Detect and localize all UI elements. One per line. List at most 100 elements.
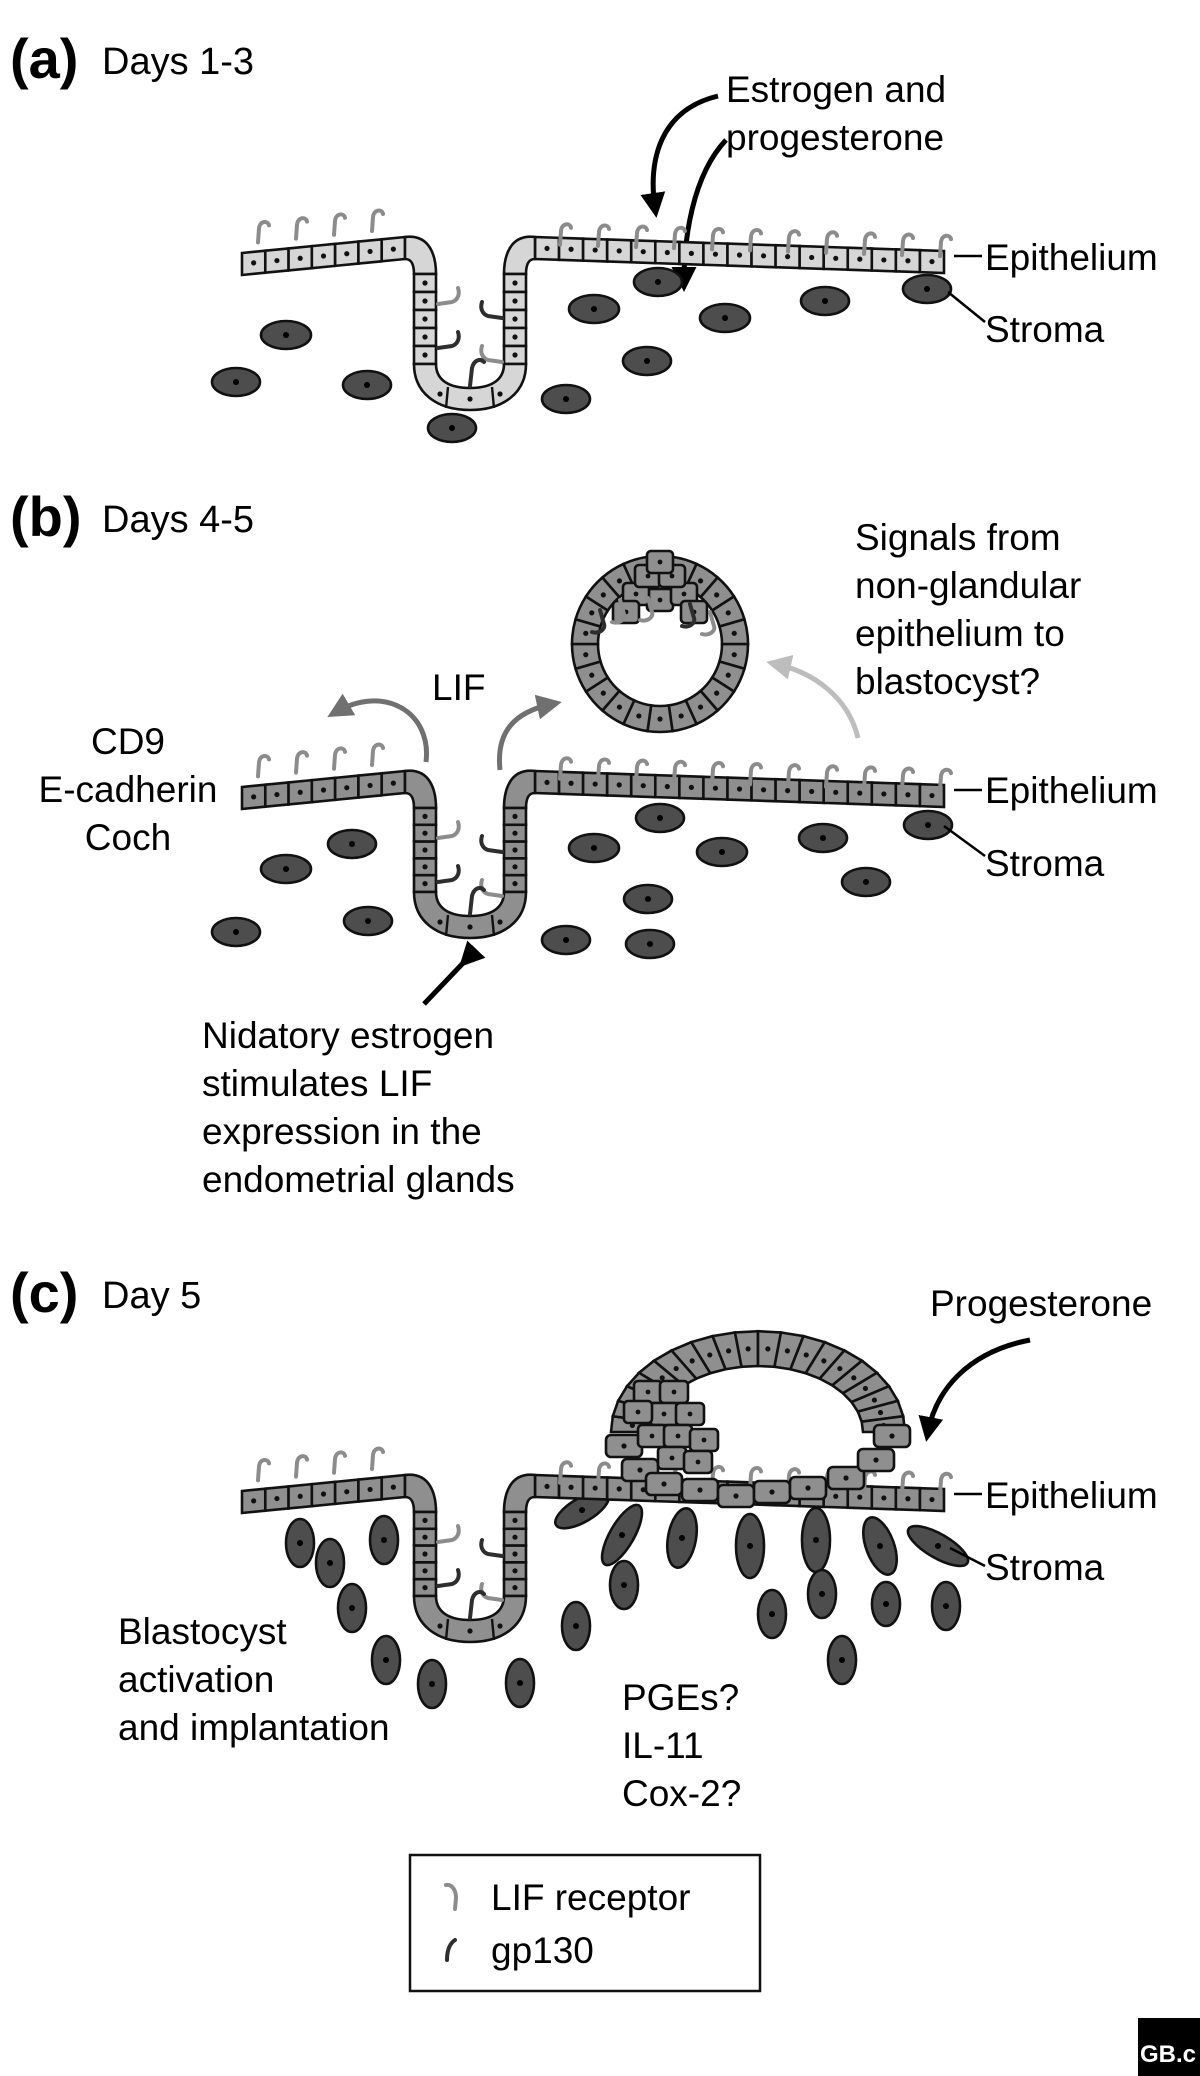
stroma-nucleus: [349, 1605, 355, 1611]
watermark-block: [1138, 2018, 1200, 2076]
stroma-nucleus: [233, 379, 239, 385]
cell-nucleus: [600, 592, 606, 598]
cell-nucleus: [616, 704, 623, 710]
cell-nucleus: [600, 690, 606, 696]
stroma-nucleus: [283, 866, 289, 872]
stroma-nucleus: [573, 1623, 579, 1629]
cell-nucleus: [274, 257, 280, 264]
panel-b-letter: (b): [10, 485, 82, 548]
legend-lif-receptor: LIF receptor: [491, 1877, 690, 1918]
cell-nucleus: [344, 1489, 350, 1495]
cell-nucleus: [833, 255, 839, 261]
cell-nucleus: [645, 573, 651, 579]
lif-receptor: [638, 596, 655, 623]
lif-receptor: [370, 1446, 385, 1471]
cell-nucleus: [422, 847, 428, 853]
cell-nucleus: [736, 786, 743, 792]
cell-nucleus: [320, 787, 327, 793]
legend: LIF receptor gp130: [408, 1853, 762, 1993]
lif-receptor: [558, 1460, 573, 1485]
cell-nucleus: [437, 391, 443, 397]
panel-a-hormone-line1: Estrogen and: [726, 69, 946, 110]
stroma-leader-a: [947, 291, 986, 323]
stroma-nucleus: [935, 1543, 941, 1549]
cell-nucleus: [367, 248, 373, 255]
cell-nucleus: [905, 258, 911, 264]
cell-nucleus: [497, 391, 503, 397]
cell-nucleus: [568, 246, 574, 252]
cell-nucleus: [422, 316, 428, 322]
stroma-nucleus: [877, 1543, 883, 1549]
cell-nucleus: [344, 251, 350, 257]
stroma-nucleus: [591, 306, 597, 312]
epithelium-tissue-b: [240, 742, 953, 940]
cell-border: [444, 386, 450, 409]
panel-a-stroma-label: Stroma: [985, 309, 1105, 350]
cell-nucleus: [592, 1485, 598, 1491]
stroma-nucleus: [924, 286, 930, 292]
cell-nucleus: [785, 788, 791, 794]
cell-nucleus: [889, 1433, 895, 1439]
cell-nucleus: [583, 630, 589, 636]
cell-nucleus: [297, 255, 303, 261]
cell-nucleus: [512, 881, 518, 887]
gp130: [436, 1568, 461, 1588]
stroma-nucleus: [449, 425, 455, 431]
gland-shoulder-left: [403, 235, 438, 276]
cell-nucleus: [697, 578, 704, 584]
lif-receptor: [256, 754, 271, 779]
cell-nucleus: [568, 780, 574, 786]
stroma-nucleus: [822, 298, 828, 304]
lif-receptor: [938, 767, 953, 793]
panel-b-stroma-label: Stroma: [985, 843, 1105, 884]
stroma-nucleus: [579, 1507, 585, 1513]
cell-nucleus: [688, 250, 694, 256]
cell-nucleus: [805, 1485, 811, 1491]
lif-receptor: [634, 224, 649, 250]
cell-nucleus: [657, 597, 663, 603]
legend-gp130: gp130: [491, 1930, 594, 1971]
cell-nucleus: [422, 334, 428, 340]
stroma-nucleus: [563, 937, 569, 943]
gland-bottom: [412, 362, 528, 412]
lif-receptor: [672, 225, 687, 251]
factor-cox2: Cox-2?: [622, 1773, 741, 1814]
stroma-cells-a: [210, 266, 953, 444]
epithelium-tissue-a: [240, 208, 953, 412]
cell-nucleus: [695, 1459, 701, 1465]
gp130: [479, 300, 504, 320]
stroma-cells-c: [284, 1490, 970, 1710]
stroma-nucleus: [283, 332, 289, 338]
cell-nucleus: [725, 1348, 732, 1354]
panel-c-hormone: Progesterone: [930, 1283, 1152, 1324]
lif-receptor: [596, 223, 611, 248]
cell-nucleus: [725, 610, 731, 616]
lif-receptor: [294, 1454, 309, 1479]
cell-nucleus: [390, 1484, 396, 1490]
legend-box: [408, 1853, 762, 1993]
cell-nucleus: [422, 280, 428, 286]
gland-shoulder-right: [502, 1473, 537, 1514]
lif-receptor: [824, 764, 839, 789]
cell-nucleus: [760, 787, 767, 793]
stroma-nucleus: [621, 1582, 627, 1588]
cell-nucleus: [881, 1495, 887, 1501]
cell-nucleus: [320, 253, 327, 259]
cell-nucleus: [422, 1585, 428, 1591]
lif-receptor: [900, 766, 915, 792]
cell-nucleus: [745, 1346, 751, 1352]
gp130: [680, 602, 697, 629]
cell-nucleus: [760, 253, 767, 259]
cell-nucleus: [681, 591, 687, 597]
cell-nucleus: [592, 247, 598, 253]
lif-receptor: [710, 226, 725, 252]
cell-nucleus: [437, 919, 443, 925]
cell-nucleus: [712, 251, 719, 257]
cell-nucleus: [678, 713, 684, 719]
stroma-leader-c: [949, 1546, 986, 1568]
cell-nucleus: [697, 704, 704, 710]
cell-nucleus: [512, 1568, 518, 1574]
cell-nucleus: [297, 789, 303, 795]
cell-nucleus: [862, 1385, 869, 1392]
